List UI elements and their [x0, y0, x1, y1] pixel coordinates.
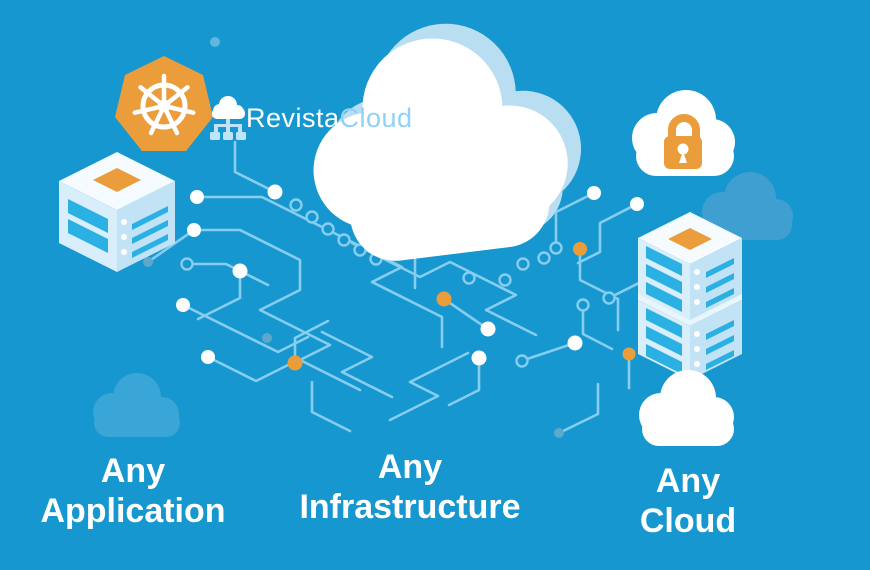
big-cloud-body [313, 38, 568, 261]
padlock-icon [664, 114, 702, 169]
brand-wordmark: RevistaCloud [246, 103, 413, 134]
circuit-traces [146, 140, 647, 435]
server-stack-icon [638, 212, 742, 380]
small-cloud-anycloud [639, 370, 734, 446]
big-cloud [313, 23, 582, 261]
small-cloud-application [93, 373, 180, 437]
caption-any-application: Any Application [23, 451, 243, 531]
caption-line: Cloud [639, 502, 737, 540]
caption-line: Any [377, 448, 443, 486]
circuit-nodes [143, 37, 644, 438]
caption-any-infrastructure: Any Infrastructure [273, 447, 547, 527]
brand-name-secondary: Cloud [339, 103, 413, 133]
caption-line: Infrastructure [299, 488, 521, 526]
caption-line: Any [655, 462, 721, 500]
cloud-network-icon [210, 96, 246, 140]
caption-line: Any [100, 452, 166, 490]
brand-name-primary: Revista [246, 103, 340, 133]
server-single-icon [59, 152, 175, 272]
caption-line: Application [40, 492, 226, 530]
kubernetes-icon [115, 56, 213, 151]
caption-any-cloud: Any Cloud [596, 461, 780, 541]
secure-cloud-icon [632, 90, 735, 176]
